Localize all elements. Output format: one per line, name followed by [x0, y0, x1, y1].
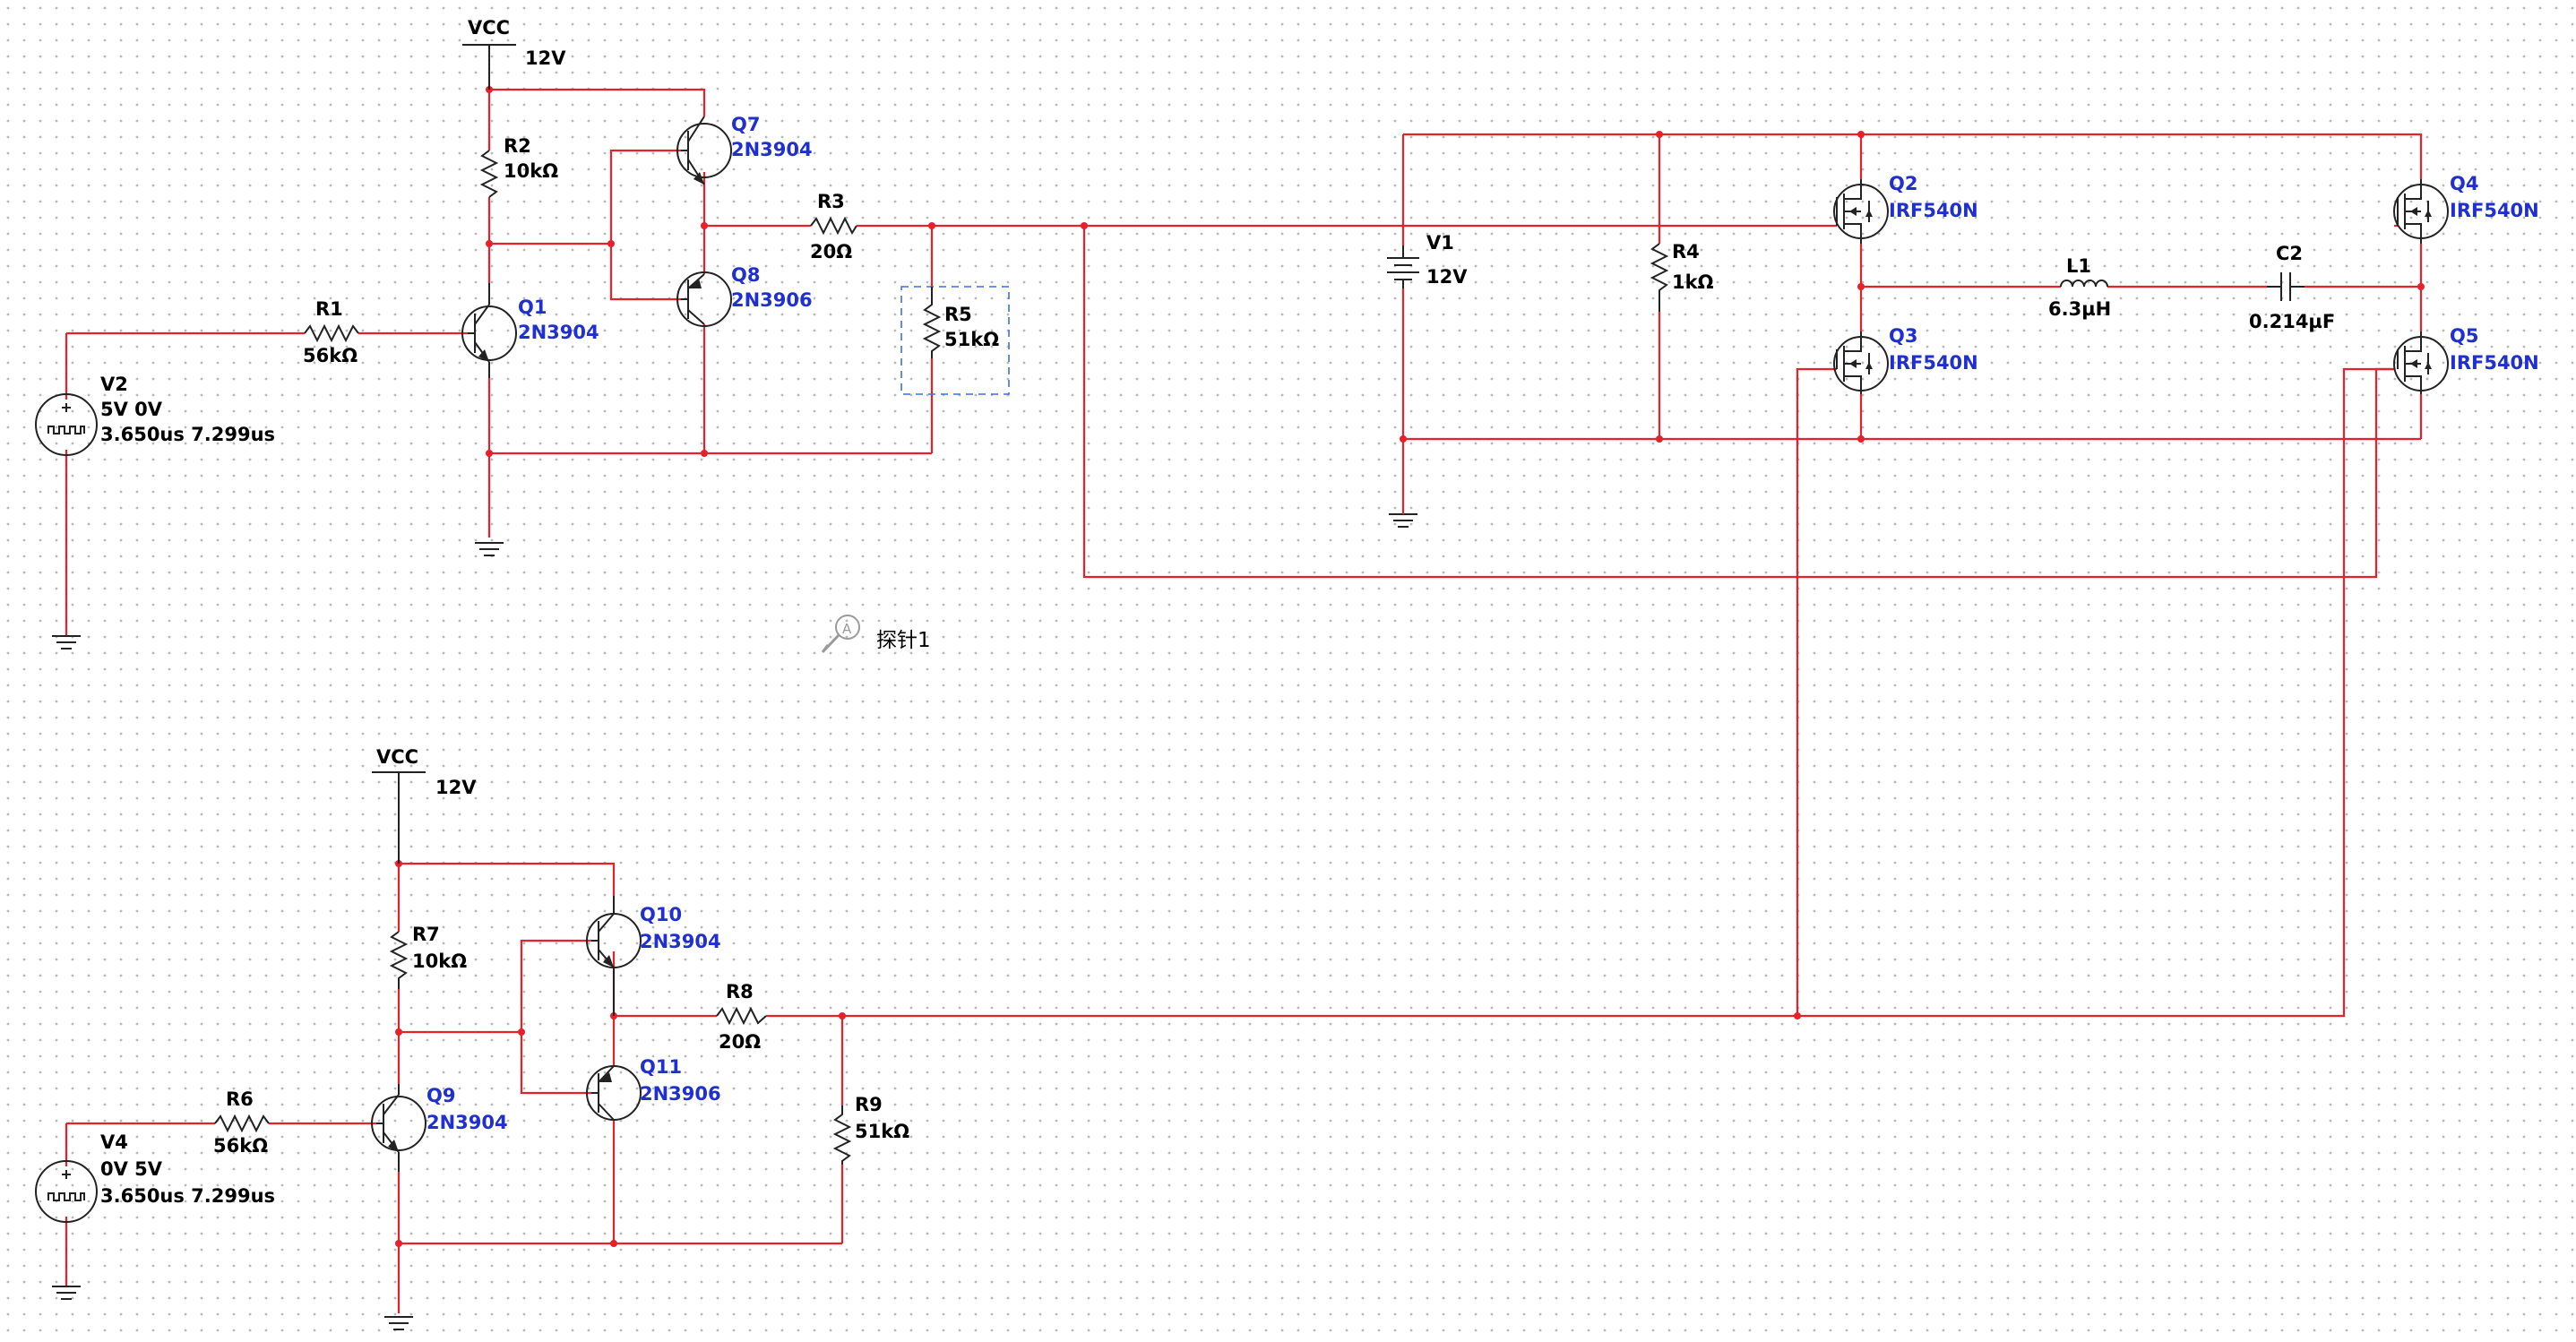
vcc-bottom-name: VCC: [376, 746, 418, 768]
q8-ref: Q8: [731, 264, 760, 286]
mosfet-q4[interactable]: Q4 IRF540N: [2393, 173, 2539, 244]
transistor-q11[interactable]: Q11 2N3906: [586, 1056, 721, 1121]
v2-ref: V2: [100, 374, 128, 395]
q11-ref: Q11: [640, 1056, 682, 1078]
ground-v1: [1389, 507, 1417, 528]
vcc-top-name: VCC: [468, 17, 510, 39]
transistor-q1[interactable]: Q1 2N3904: [461, 283, 599, 378]
q4-part: IRF540N: [2450, 200, 2539, 221]
r8-value: 20Ω: [719, 1031, 761, 1053]
q7-ref: Q7: [731, 114, 760, 135]
q10-part: 2N3904: [640, 931, 721, 952]
q9-ref: Q9: [426, 1085, 455, 1106]
resistor-r5[interactable]: R5 51kΩ: [900, 286, 1010, 395]
vcc-bottom-symbol[interactable]: VCC 12V: [372, 746, 477, 864]
q7-part: 2N3904: [731, 139, 813, 160]
resistor-r8[interactable]: R8 20Ω: [716, 981, 767, 1053]
pulse-source-v2[interactable]: V2 5V 0V 3.650us 7.299us: [35, 374, 275, 456]
r6-ref: R6: [226, 1088, 254, 1110]
wires: [65, 88, 2423, 1313]
vcc-bottom-value: 12V: [435, 777, 477, 798]
q11-part: 2N3906: [640, 1083, 721, 1105]
resistor-r2[interactable]: R2 10kΩ: [479, 135, 558, 198]
ground-q1: [475, 542, 504, 556]
q4-ref: Q4: [2450, 173, 2478, 194]
q10-ref: Q10: [640, 904, 682, 925]
v4-ref: V4: [100, 1131, 128, 1153]
resistor-r6[interactable]: R6 56kΩ: [213, 1088, 270, 1157]
r5-selection-box: [900, 286, 1010, 395]
r3-value: 20Ω: [810, 241, 852, 262]
v2-levels: 5V 0V: [100, 399, 163, 420]
r1-value: 56kΩ: [303, 345, 358, 366]
vcc-top-value: 12V: [525, 47, 566, 69]
c2-ref: C2: [2276, 243, 2303, 264]
probe-1[interactable]: A 探针1: [821, 615, 931, 654]
r4-value: 1kΩ: [1672, 271, 1714, 293]
r4-ref: R4: [1672, 241, 1700, 262]
battery-v1[interactable]: V1 12V: [1387, 232, 1468, 288]
pulse-source-v4[interactable]: V4 0V 5V 3.650us 7.299us: [35, 1131, 275, 1223]
r9-ref: R9: [855, 1094, 883, 1115]
r1-ref: R1: [315, 298, 343, 320]
q9-part: 2N3904: [426, 1112, 508, 1133]
mosfet-q5[interactable]: Q5 IRF540N: [2393, 325, 2539, 394]
probe-letter: A: [842, 621, 852, 637]
r2-value: 10kΩ: [504, 160, 558, 182]
r6-value: 56kΩ: [213, 1135, 268, 1157]
q2-ref: Q2: [1889, 173, 1917, 194]
q1-part: 2N3904: [518, 322, 599, 343]
junctions: [395, 86, 2425, 1247]
resistor-r9[interactable]: R9 51kΩ: [832, 1094, 909, 1165]
vcc-top-symbol[interactable]: VCC 12V: [462, 17, 566, 90]
q5-ref: Q5: [2450, 325, 2478, 347]
q8-part: 2N3906: [731, 289, 813, 311]
inductor-l1[interactable]: L1 6.3µH: [2048, 255, 2111, 320]
r3-ref: R3: [817, 191, 845, 212]
probe-label: 探针1: [876, 629, 931, 652]
ground-q9: [384, 1316, 413, 1330]
v4-timing: 3.650us 7.299us: [100, 1185, 275, 1207]
q2-part: IRF540N: [1889, 200, 1978, 221]
r9-value: 51kΩ: [855, 1121, 909, 1142]
q1-ref: Q1: [518, 297, 547, 318]
r2-ref: R2: [504, 135, 531, 157]
resistor-r7[interactable]: R7 10kΩ: [389, 924, 467, 989]
ground-v2: [52, 635, 81, 649]
transistor-q7[interactable]: Q7 2N3904: [676, 114, 813, 185]
resistor-r1[interactable]: R1 56kΩ: [303, 298, 359, 366]
ground-v4: [52, 1286, 81, 1300]
resistor-r4[interactable]: R4 1kΩ: [1650, 241, 1714, 312]
v4-levels: 0V 5V: [100, 1158, 163, 1180]
q5-part: IRF540N: [2450, 352, 2539, 374]
transistor-q8[interactable]: Q8 2N3906: [676, 264, 813, 327]
transistor-q10[interactable]: Q10 2N3904: [586, 896, 721, 1016]
r5-value: 51kΩ: [944, 329, 999, 350]
l1-value: 6.3µH: [2048, 298, 2111, 320]
c2-value: 0.214µF: [2249, 311, 2335, 332]
r7-ref: R7: [412, 924, 440, 945]
r8-ref: R8: [726, 981, 754, 1002]
mosfet-q2[interactable]: Q2 IRF540N: [1833, 173, 1978, 244]
r7-value: 10kΩ: [412, 951, 467, 972]
q3-ref: Q3: [1889, 325, 1917, 347]
v1-ref: V1: [1426, 232, 1454, 254]
v2-timing: 3.650us 7.299us: [100, 424, 275, 445]
r5-ref: R5: [944, 304, 972, 325]
capacitor-c2[interactable]: C2 0.214µF: [2249, 243, 2335, 332]
q3-part: IRF540N: [1889, 352, 1978, 374]
mosfet-q3[interactable]: Q3 IRF540N: [1833, 325, 1978, 394]
resistor-r3[interactable]: R3 20Ω: [810, 191, 857, 262]
v1-value: 12V: [1426, 266, 1468, 288]
transistor-q9[interactable]: Q9 2N3904: [371, 1084, 508, 1172]
l1-ref: L1: [2066, 255, 2091, 277]
